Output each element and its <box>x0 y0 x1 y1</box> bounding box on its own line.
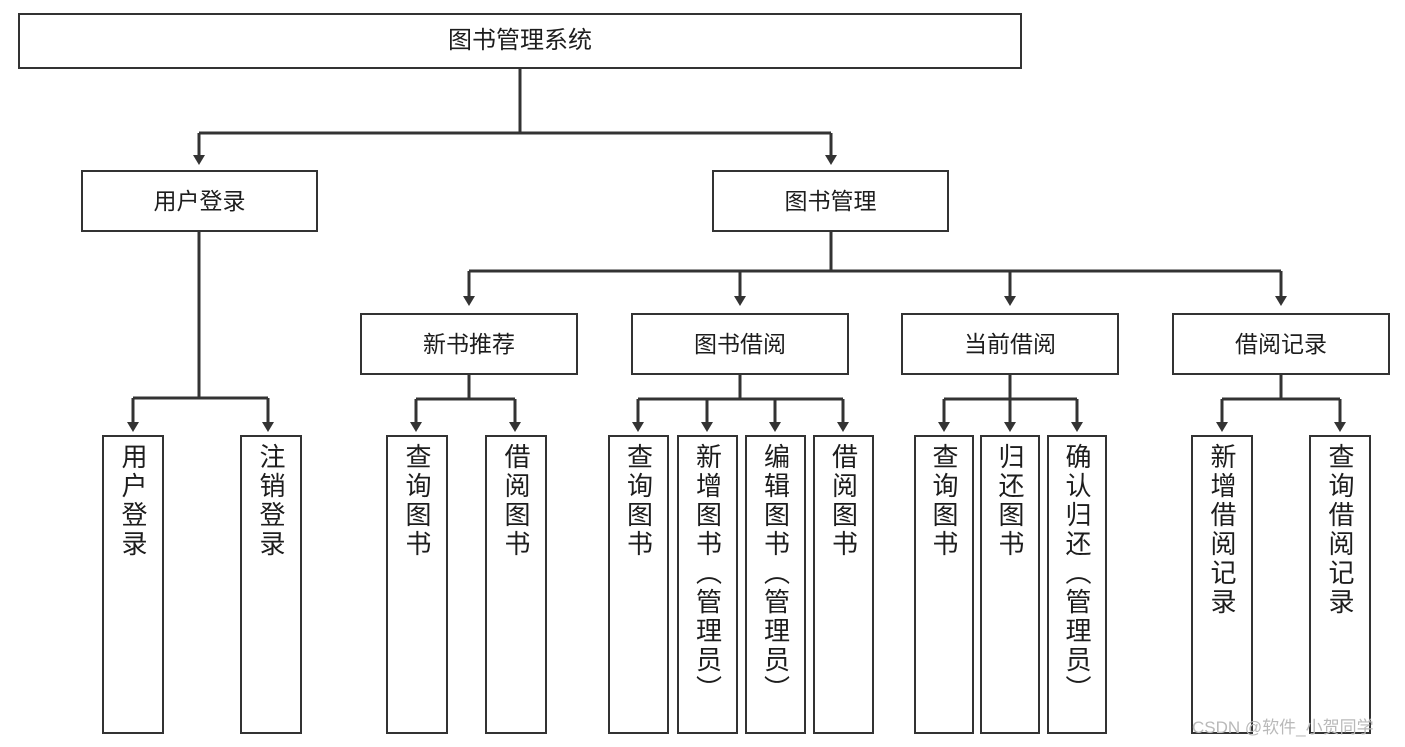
leaf-add-book-admin[interactable]: 新增图书（管理员） <box>677 435 738 734</box>
node-label: 新书推荐 <box>423 330 515 357</box>
node-label: 图书借阅 <box>694 330 786 357</box>
node-label: 查询图书 <box>623 443 654 559</box>
leaf-query-borrow-record[interactable]: 查询借阅记录 <box>1309 435 1371 734</box>
node-user-login[interactable]: 用户登录 <box>81 170 318 232</box>
node-label: 查询借阅记录 <box>1325 443 1355 617</box>
node-label: 图书管理 <box>784 187 877 214</box>
leaf-add-borrow-record[interactable]: 新增借阅记录 <box>1191 435 1253 734</box>
leaf-query-books-recommend[interactable]: 查询图书 <box>386 435 448 734</box>
node-current-borrow[interactable]: 当前借阅 <box>901 313 1119 375</box>
node-label: 查询图书 <box>929 443 959 559</box>
node-label: 归还图书 <box>995 443 1025 559</box>
node-label: 借阅图书 <box>828 443 859 559</box>
leaf-borrow-books[interactable]: 借阅图书 <box>813 435 874 734</box>
leaf-user-logout[interactable]: 注销登录 <box>240 435 302 734</box>
leaf-borrow-books-recommend[interactable]: 借阅图书 <box>485 435 547 734</box>
node-book-borrow[interactable]: 图书借阅 <box>631 313 849 375</box>
leaf-user-login[interactable]: 用户登录 <box>102 435 164 734</box>
node-label: 编辑图书（管理员） <box>760 443 791 704</box>
node-label: 注销登录 <box>256 443 286 559</box>
leaf-query-books-current[interactable]: 查询图书 <box>914 435 974 734</box>
node-label: 新增借阅记录 <box>1207 443 1237 617</box>
node-root-system[interactable]: 图书管理系统 <box>18 13 1022 69</box>
node-label: 借阅图书 <box>501 443 531 559</box>
leaf-return-books[interactable]: 归还图书 <box>980 435 1040 734</box>
node-label: 借阅记录 <box>1235 330 1327 357</box>
node-label: 图书管理系统 <box>448 27 592 55</box>
node-book-management[interactable]: 图书管理 <box>712 170 949 232</box>
leaf-query-books-borrow[interactable]: 查询图书 <box>608 435 669 734</box>
node-label: 用户登录 <box>153 187 246 214</box>
node-label: 确认归还（管理员） <box>1062 443 1092 704</box>
node-new-book-recommend[interactable]: 新书推荐 <box>360 313 578 375</box>
node-label: 新增图书（管理员） <box>692 443 723 704</box>
node-borrow-record[interactable]: 借阅记录 <box>1172 313 1390 375</box>
leaf-edit-book-admin[interactable]: 编辑图书（管理员） <box>745 435 806 734</box>
leaf-confirm-return-admin[interactable]: 确认归还（管理员） <box>1047 435 1107 734</box>
node-label: 当前借阅 <box>964 330 1056 357</box>
node-label: 用户登录 <box>118 443 148 559</box>
node-label: 查询图书 <box>402 443 432 559</box>
